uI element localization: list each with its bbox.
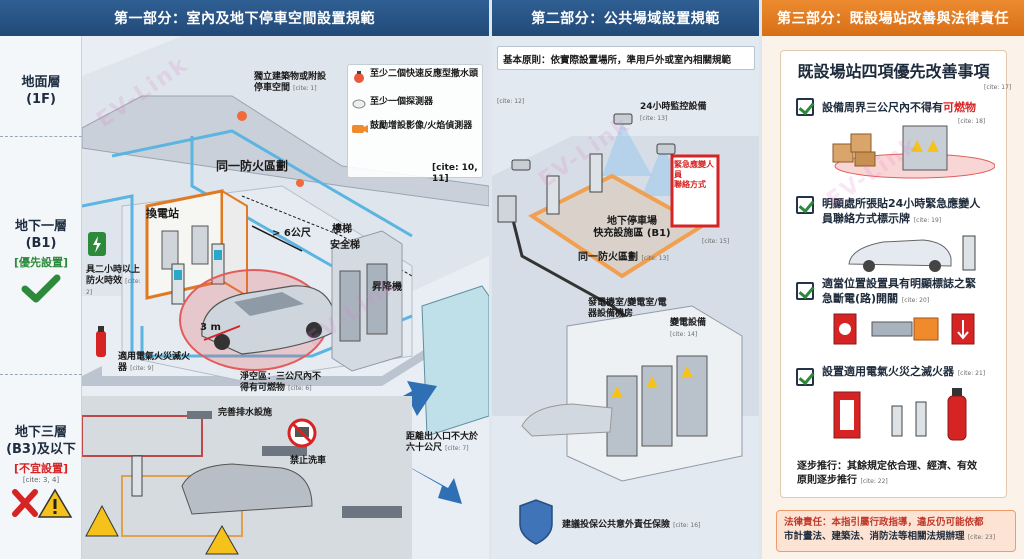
floor-1f-code: (1F): [26, 92, 56, 107]
emergency-sign-label: 緊急應變人員聯絡方式: [674, 160, 714, 189]
electric-car: [201, 285, 335, 355]
three-meter-label: 3 m: [200, 322, 221, 333]
floor-1f-title: 地面層: [21, 75, 61, 90]
elevator-label: 昇降機: [372, 282, 402, 293]
item-1-cite: [cite: 18]: [958, 118, 986, 125]
cite-17: [cite: 17]: [984, 84, 1012, 91]
item-4-text: 設置適用電氣火災之滅火器 [cite: 21]: [822, 365, 986, 378]
cctv-camera-icon: [511, 159, 531, 171]
car-charging-illustration: [848, 235, 976, 272]
floor-b3-cite: [cite: 3, 4]: [22, 476, 60, 484]
floor-b1-title: 地下一層: [14, 219, 67, 234]
switchgear-cabinets: [606, 355, 708, 457]
ev-charger: [589, 153, 603, 193]
extinguisher-illustration: [833, 388, 967, 441]
glass-exit-structure: [421, 285, 489, 437]
legend-box: 至少二個快速反應型撒水頭 至少一個探測器 鼓勵增設影像/火焰偵測器 [cite:…: [347, 64, 483, 184]
drain-grate: [342, 506, 402, 518]
cctv-camera-icon: [656, 143, 676, 155]
boxes-and-cabinet-illustration: [832, 125, 995, 179]
legend-sprinkler: 至少二個快速反應型撒水頭: [370, 69, 479, 79]
legend-detector: 至少一個探測器: [370, 97, 434, 107]
fire-extinguisher-icon: [96, 326, 106, 357]
cite-15: [cite: 15]: [702, 238, 730, 245]
public-area-scene: [492, 36, 759, 559]
ev-charger: [131, 455, 143, 497]
legend-camera: 鼓勵增設影像/火焰偵測器: [370, 121, 473, 131]
independent-building-label: 獨立建築物或附設停車空間 [cite: 1]: [254, 72, 327, 93]
cctv-camera-icon: [613, 113, 633, 125]
item-1-checkbox: [796, 98, 814, 116]
item-2-checkbox: [796, 196, 814, 214]
ev-charger: [546, 175, 560, 215]
floor-b3-code: (B3)及以下: [6, 442, 76, 457]
floor-b1-label: 地下一層 (B1) [優先設置]: [0, 218, 82, 308]
floor-label-column: 地面層 (1F) 地下一層 (B1) [優先設置] 地下三層 (B3)及以下 […: [0, 36, 82, 559]
improvement-title: 既設場站四項優先改善事項: [797, 62, 990, 81]
floor-b3-note: [不宜設置]: [13, 462, 69, 475]
panel-2-header: 第二部分：公共場域設置規範: [492, 0, 759, 36]
extinguisher-label: 適用電氣火災滅火器 [cite: 9]: [118, 352, 191, 373]
drain-grate: [262, 446, 307, 456]
no-wash-label: 禁止洗車: [290, 456, 327, 466]
cite-12: [cite: 12]: [497, 98, 525, 105]
same-fire-zone-label: 同一防火區劃: [216, 159, 289, 173]
exit-arrow-icon: [372, 446, 462, 504]
priority-zone-label: 地下停車場快充設施區 (B1): [593, 216, 671, 239]
emergency-switch-illustration: [833, 313, 975, 345]
gradual-implementation-text: 逐步推行：其餘規定依合理、經濟、有效原則逐步推行 [cite: 22]: [797, 461, 977, 486]
legend-cite: [cite: 10, 11]: [432, 163, 478, 184]
warning-icon: [85, 504, 119, 537]
three-meter-arrow: [203, 325, 241, 341]
ev-charger: [171, 243, 225, 305]
drainage-label: 完善排水設施: [218, 408, 273, 418]
sprinkler-head-icon: [296, 179, 304, 187]
panel-1-header: 第一部分：室內及地下停車空間設置規範: [0, 0, 489, 36]
item-3-checkbox: [796, 282, 814, 300]
power-room-label: 發電機室/變電室/電器設備機房: [588, 298, 667, 319]
floor-1f-label: 地面層 (1F): [0, 74, 82, 108]
camera-icon: [352, 125, 368, 133]
insurance-label: 建議投保公共意外責任保險 [cite: 16]: [562, 520, 701, 530]
floor-divider: [0, 136, 82, 137]
safety-stair-label: 安全梯: [330, 240, 360, 251]
item-1-text: 設備周界三公尺內不得有可燃物: [822, 101, 976, 114]
floor-b3-title: 地下三層: [14, 425, 67, 440]
no-car-wash-icon: [287, 418, 317, 448]
sprinkler-icon: [354, 71, 364, 83]
distance-6m-label: > 6公尺: [272, 228, 311, 239]
floor-divider: [0, 374, 82, 375]
floor-b1-code: (B1): [25, 236, 57, 251]
cctv-label: 24小時監控設備[cite: 13]: [640, 102, 707, 122]
panel-public-area: 第二部分：公共場域設置規範: [492, 0, 759, 559]
shield-icon: [519, 499, 553, 545]
drain-grate: [187, 411, 212, 419]
cross-warning-icon: [12, 488, 73, 518]
stair-label: 樓梯: [332, 224, 352, 235]
six-meter-arrow: [251, 225, 303, 252]
substation-label: 變電設備[cite: 14]: [670, 318, 707, 338]
panel-3-header: 第三部分：既設場站改善與法律責任: [762, 0, 1024, 36]
legal-responsibility-box: 法律責任：本指引屬行政指導，違反仍可能依都市計畫法、建築法、消防法等相關法規辦理…: [776, 510, 1016, 552]
battery-station-label: 換電站: [146, 207, 179, 220]
electrical-panel: [497, 195, 517, 223]
item-4-checkbox: [796, 368, 814, 386]
floor-b3-label: 地下三層 (B3)及以下 [不宜設置] [cite: 3, 4]: [0, 424, 82, 524]
clear-zone-label: 淨空區：三公尺內不得有可燃物 [cite: 6]: [240, 372, 322, 393]
item-2-text: 明顯處所張貼24小時緊急應變人員聯絡方式標示牌 [cite: 19]: [822, 197, 981, 225]
same-fire-zone-label-2: 同一防火區劃 [cite: 13]: [578, 252, 669, 263]
emergency-contact-sign: [670, 154, 720, 228]
item-3-text: 適當位置設置具有明顯標誌之緊急斷電(路)開關 [cite: 20]: [822, 277, 976, 305]
floor-b1-note: [優先設置]: [13, 256, 69, 269]
exit-distance-label: 距離出入口不大於六十公尺 [cite: 7]: [406, 432, 479, 453]
warning-icon: [205, 524, 239, 555]
two-hour-fire-rating-label: 具二小時以上防火時效 [cite: 2]: [86, 265, 141, 296]
panel-indoor-underground: 第一部分：室內及地下停車空間設置規範 地面層 (1F) 地下一層 (B1) [優…: [0, 0, 489, 559]
detector-icon: [352, 99, 366, 109]
stair-elevator-core: [331, 230, 403, 372]
check-icon: [21, 274, 61, 303]
sprinkler-head-icon: [237, 111, 247, 121]
basic-principle-box: 基本原則：依實際設置場所，準用戶外或室內相關規範: [497, 46, 755, 70]
